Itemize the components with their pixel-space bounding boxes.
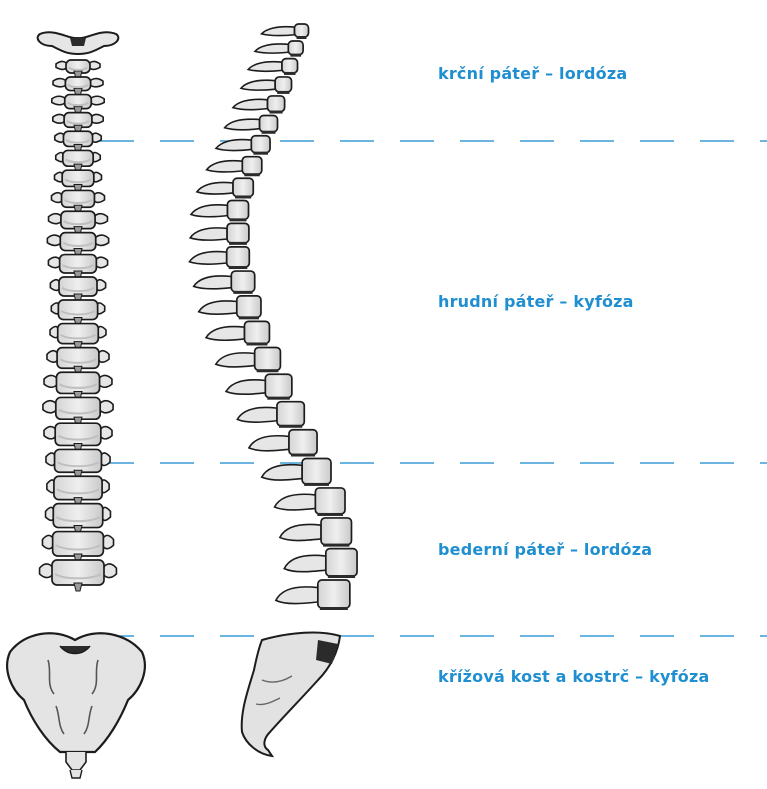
vertebra-front-19 bbox=[46, 449, 110, 478]
vertebra-front-17 bbox=[43, 397, 113, 425]
vertebra-side-5 bbox=[233, 96, 285, 114]
vertebra-side-21 bbox=[275, 488, 345, 516]
vertebra-front-8 bbox=[51, 190, 104, 213]
vertebra-front-9 bbox=[49, 211, 108, 234]
vertebra-side-1 bbox=[262, 24, 309, 39]
vertebra-side-24 bbox=[276, 580, 350, 610]
vertebra-front-12 bbox=[50, 277, 105, 302]
vertebra-front-13 bbox=[51, 300, 104, 326]
vertebra-side-15 bbox=[206, 321, 269, 345]
vertebra-front-20 bbox=[47, 476, 109, 505]
vertebra-side-23 bbox=[284, 549, 357, 578]
vertebra-side-3 bbox=[248, 59, 297, 75]
vertebra-side-13 bbox=[194, 271, 255, 294]
vertebra-side-12 bbox=[189, 247, 249, 269]
vertebra-side-10 bbox=[191, 200, 249, 221]
vertebra-side-17 bbox=[226, 374, 292, 399]
vertebra-front-atlas-hole bbox=[70, 38, 86, 46]
vertebra-front-4 bbox=[53, 113, 103, 134]
vertebra-side-18 bbox=[237, 402, 304, 428]
vertebra-front-7 bbox=[55, 170, 102, 192]
vertebra-front-22 bbox=[42, 532, 113, 562]
vertebra-side-9 bbox=[197, 178, 253, 198]
front-view-spine bbox=[38, 32, 119, 591]
vertebra-side-7 bbox=[216, 136, 270, 155]
vertebra-front-16 bbox=[44, 372, 112, 399]
vertebra-side-14 bbox=[199, 296, 261, 319]
side-view-spine bbox=[189, 24, 357, 610]
label-lumbar-spine: bederní páteř – lordóza bbox=[438, 540, 652, 559]
vertebra-side-4 bbox=[241, 77, 292, 94]
vertebra-side-6 bbox=[225, 116, 278, 134]
vertebra-front-11 bbox=[48, 255, 107, 279]
vertebra-front-15 bbox=[47, 348, 109, 375]
vertebra-front-10 bbox=[47, 233, 108, 257]
vertebra-front-21 bbox=[46, 504, 111, 534]
vertebra-side-19 bbox=[249, 430, 317, 457]
vertebra-side-11 bbox=[190, 223, 249, 245]
vertebra-front-3 bbox=[52, 95, 104, 115]
vertebra-side-22 bbox=[280, 518, 352, 547]
label-cervical-spine: krční páteř – lordóza bbox=[438, 64, 627, 83]
vertebra-front-5 bbox=[55, 131, 101, 152]
vertebra-front-2 bbox=[53, 77, 103, 97]
sacrum-front bbox=[7, 633, 145, 778]
vertebra-front-6 bbox=[56, 150, 100, 172]
vertebra-front-18 bbox=[44, 423, 112, 451]
sacrum-side bbox=[242, 633, 340, 756]
vertebra-side-2 bbox=[255, 41, 303, 57]
label-sacrum-coccyx: křížová kost a kostrč – kyfóza bbox=[438, 667, 709, 686]
label-thoracic-spine: hrudní páteř – kyfóza bbox=[438, 292, 634, 311]
vertebra-side-8 bbox=[207, 157, 262, 177]
vertebra-front-14 bbox=[50, 324, 106, 350]
vertebra-front-23 bbox=[40, 560, 117, 591]
vertebra-side-16 bbox=[216, 347, 281, 372]
